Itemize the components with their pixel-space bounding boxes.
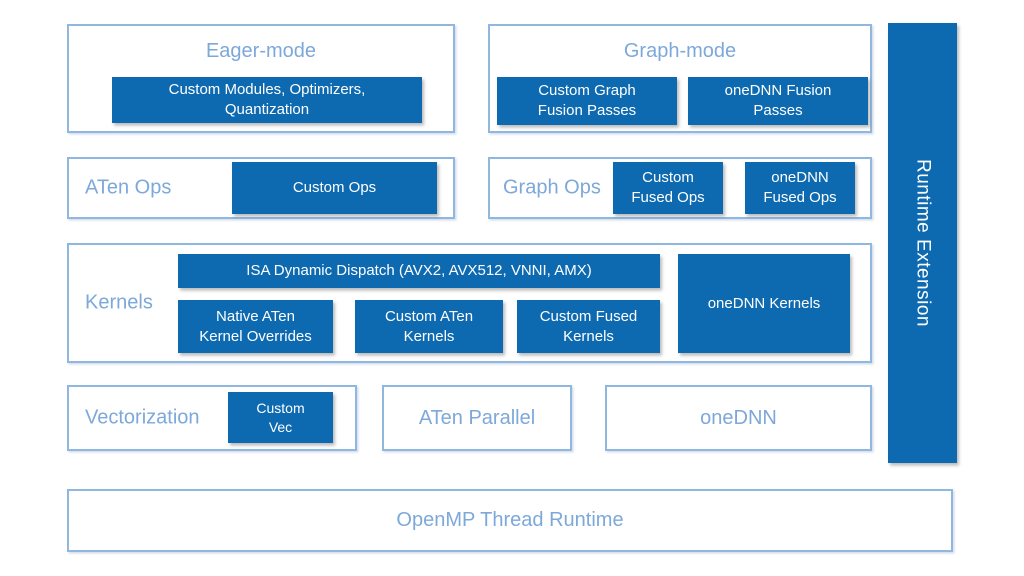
custom-graph-fusion-passes-chip: Custom Graph Fusion Passes (497, 77, 677, 125)
onednn-title: oneDNN (700, 406, 777, 429)
aten-parallel-title: ATen Parallel (418, 406, 536, 429)
custom-vec-chip: Custom Vec (228, 392, 333, 443)
runtime-extension-label: Runtime Extension (912, 159, 934, 327)
custom-fused-ops-chip: Custom Fused Ops (613, 162, 723, 214)
onednn-fused-ops-chip: oneDNN Fused Ops (745, 162, 855, 214)
onednn-kernels-chip: oneDNN Kernels (678, 254, 850, 353)
custom-aten-kernels-chip: Custom ATen Kernels (355, 300, 503, 353)
graph-mode-title: Graph-mode (623, 40, 737, 62)
vectorization-title: Vectorization (85, 406, 200, 429)
native-aten-kernel-overrides-chip: Native ATen Kernel Overrides (178, 300, 333, 353)
aten-ops-title: ATen Ops (85, 176, 172, 199)
onednn-box: oneDNN (605, 385, 872, 451)
openmp-thread-runtime-title: OpenMP Thread Runtime (396, 509, 624, 531)
isa-dynamic-dispatch-bar: ISA Dynamic Dispatch (AVX2, AVX512, VNNI… (178, 254, 660, 288)
eager-mode-title: Eager-mode (205, 40, 317, 62)
onednn-fusion-passes-chip: oneDNN Fusion Passes (688, 77, 868, 125)
custom-ops-chip: Custom Ops (232, 162, 437, 214)
custom-fused-kernels-chip: Custom Fused Kernels (517, 300, 660, 353)
aten-parallel-box: ATen Parallel (382, 385, 572, 451)
runtime-extension-bar: Runtime Extension (888, 23, 957, 463)
custom-modules-optimizers-quantization-chip: Custom Modules, Optimizers, Quantization (112, 77, 422, 123)
graph-ops-title: Graph Ops (503, 176, 601, 199)
kernels-title: Kernels (85, 291, 153, 314)
openmp-thread-runtime-box: OpenMP Thread Runtime (67, 489, 953, 552)
